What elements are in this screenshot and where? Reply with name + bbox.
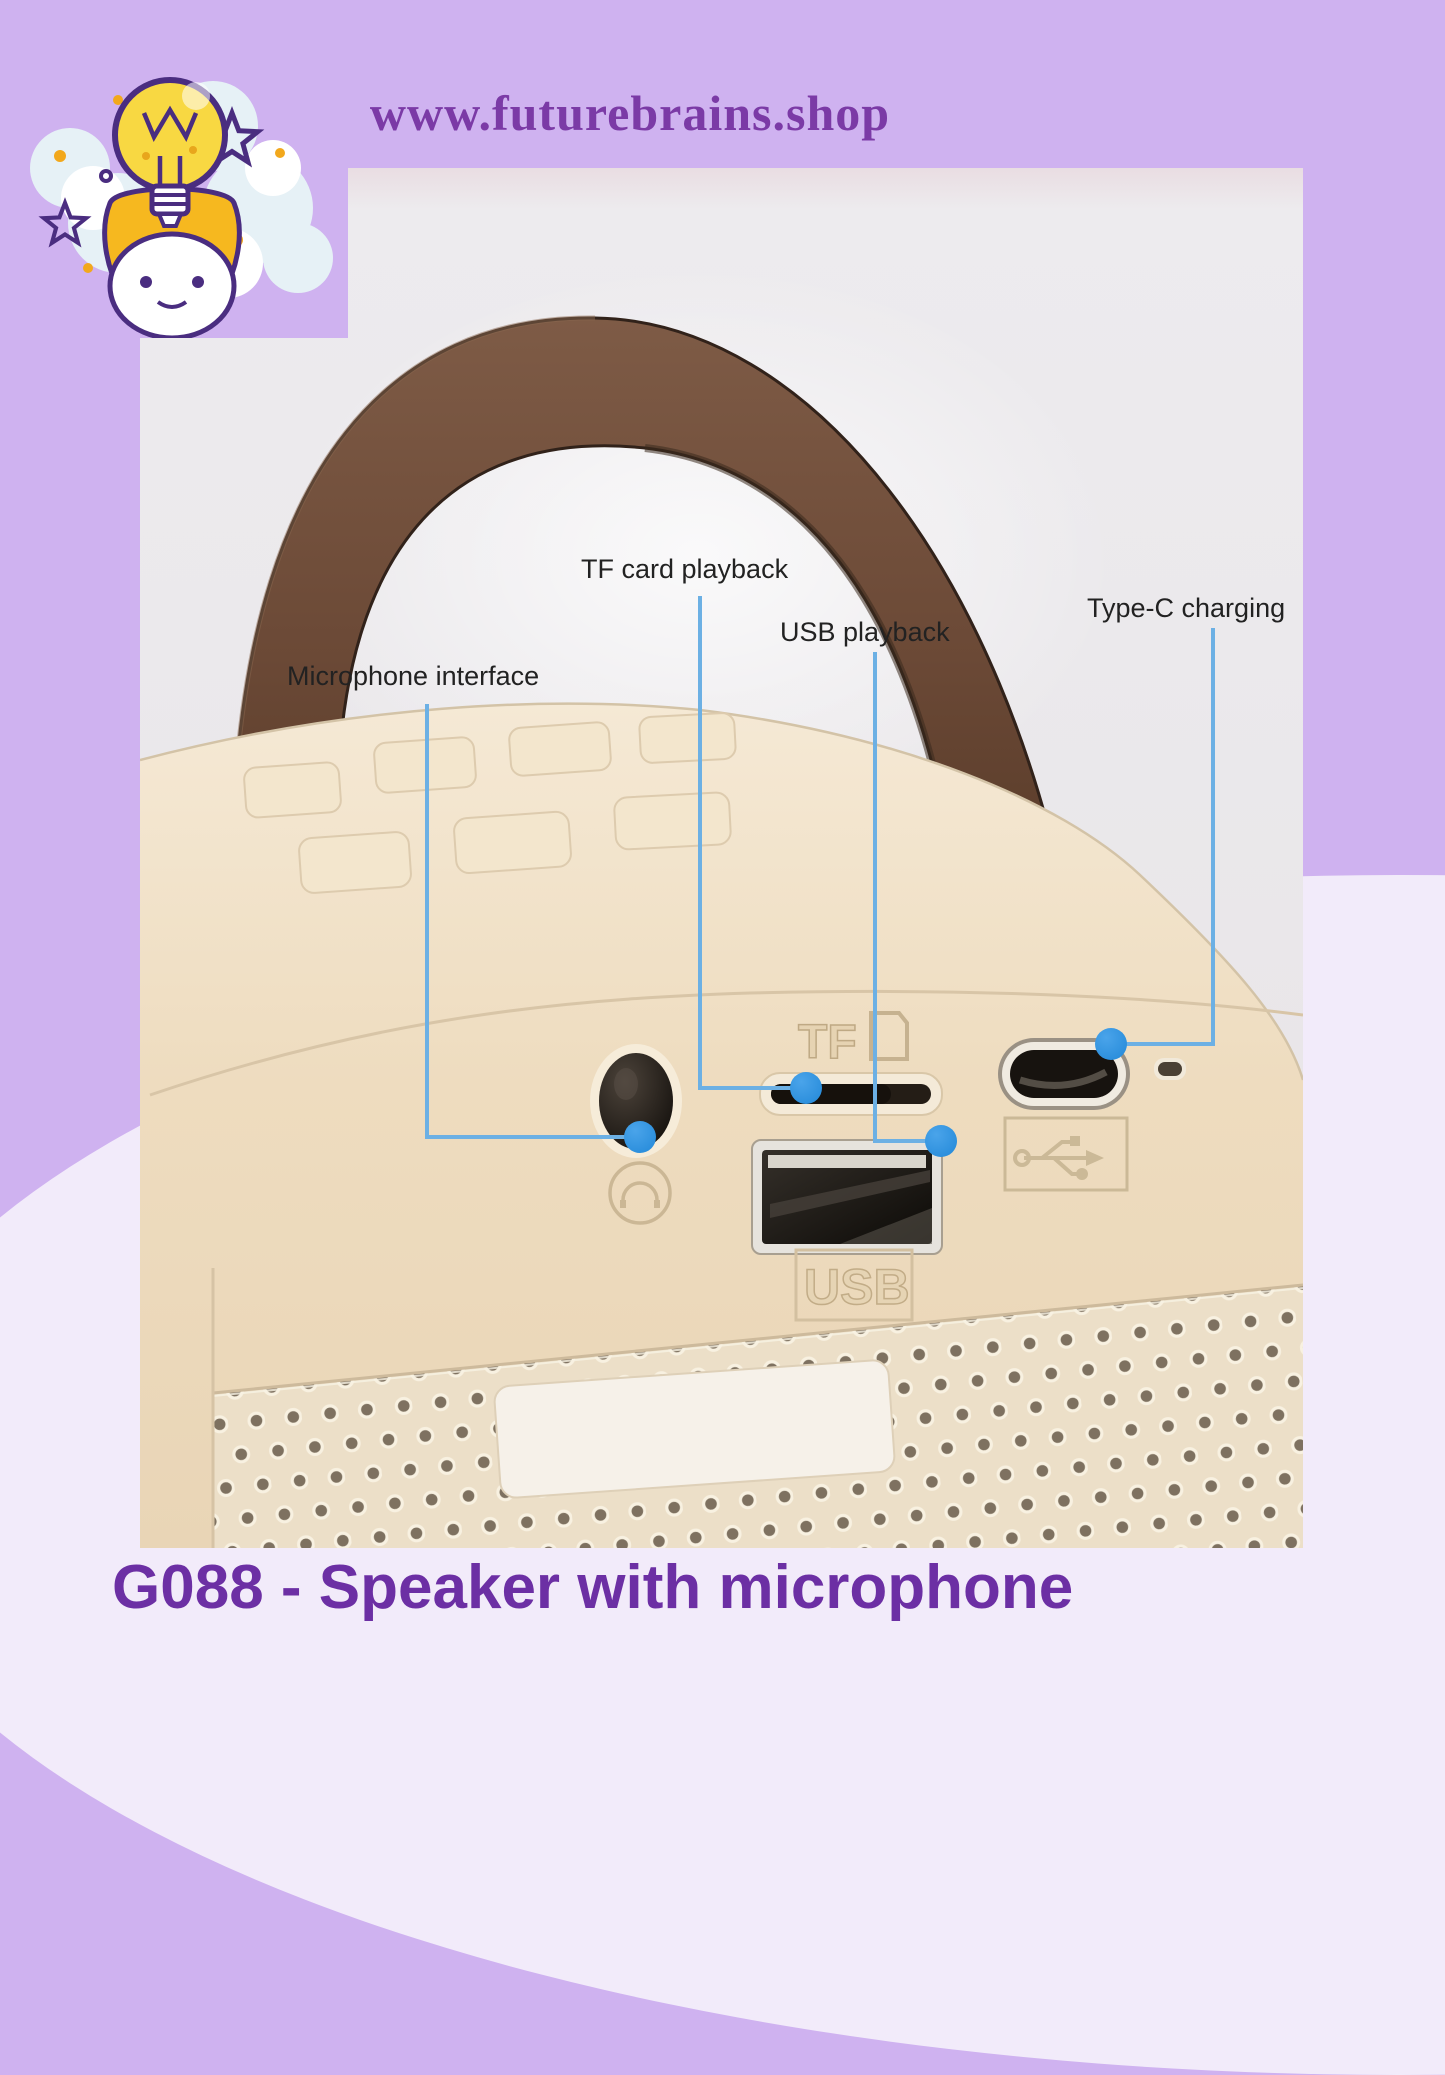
brand-logo [18,38,348,341]
port-panel: TF TF USB USB [590,1011,1186,1322]
type-c-callout-line-horizontal [1120,1042,1215,1046]
svg-text:USB: USB [804,1259,910,1315]
futurebrains-logo-icon [30,77,333,341]
model-plate [493,1359,896,1499]
tf-card-slot [759,1072,943,1116]
annotation-label-microphone: Microphone interface [287,661,540,691]
type-c-callout-dot [1095,1028,1127,1060]
svg-text:USB: USB [804,1259,910,1315]
star-icon [44,113,258,243]
tf-callout-line-horizontal [698,1086,798,1090]
face-icon [107,231,237,341]
reset-pinhole [1154,1058,1186,1080]
usb-callout-line-horizontal [873,1139,933,1143]
microphone-callout-dot [624,1121,656,1153]
usb-symbol-icon [1003,1116,1129,1192]
microphone-jack [590,1044,682,1158]
product-photo: TF TF USB USB [140,168,1303,1548]
lightbulb-icon [112,77,228,228]
type-c-callout-line-vertical [1211,628,1215,1046]
svg-text:TF: TF [798,1016,857,1069]
type-c-port [998,1038,1130,1110]
site-url: www.futurebrains.shop [369,85,891,141]
svg-text:TF: TF [798,1016,857,1069]
usb-callout-line-vertical [873,652,877,1143]
headphone-icon [608,1161,672,1225]
speaker-illustration: TF TF USB USB [140,315,1303,1548]
product-title: G088 - Speaker with microphone [112,1553,1074,1622]
annotation-label-tf-card: TF card playback [581,554,789,584]
front-seam [149,989,1303,1097]
usb-embossed-label: USB USB [794,1248,914,1322]
usb-callout-dot [925,1125,957,1157]
tf-card-logo: TF TF [797,1011,909,1070]
annotation-label-usb: USB playback [780,617,950,647]
usb-port [751,1139,943,1255]
microphone-callout-line-vertical [425,704,429,1139]
tf-card-icon [869,1011,909,1061]
tf-callout-line-vertical [698,596,702,1090]
tf-callout-dot [790,1072,822,1104]
annotation-label-type-c: Type-C charging [1087,593,1286,623]
speaker-grille [211,1268,1303,1548]
microphone-callout-line-horizontal [425,1135,630,1139]
